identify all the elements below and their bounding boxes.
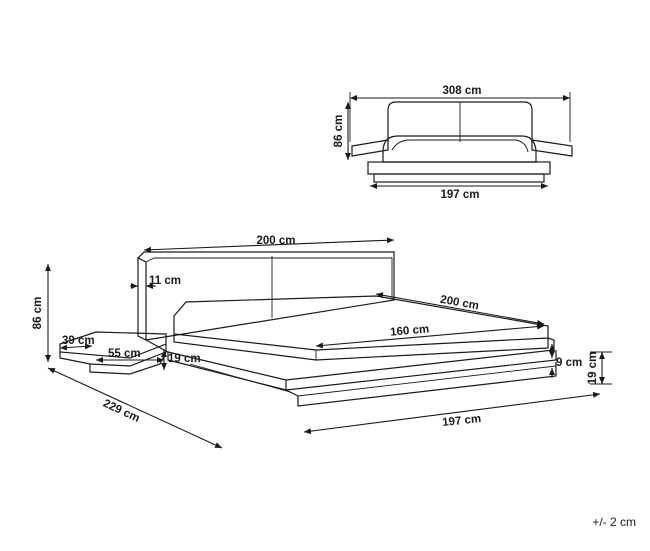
front-base	[373, 173, 545, 183]
tolerance-note: +/- 2 cm	[592, 515, 636, 529]
front-platform	[367, 161, 551, 175]
height-label: 86 cm	[32, 297, 44, 330]
front-height-label: 86 cm	[333, 115, 345, 148]
base-front	[285, 362, 557, 407]
front-width-label: 308 cm	[442, 85, 481, 97]
front-base-label: 197 cm	[440, 189, 479, 201]
mattress-length-label: 200 cm	[439, 294, 480, 313]
front-mattress	[382, 135, 537, 163]
frame-step-label: 9 cm	[556, 357, 582, 369]
platform-left-side	[167, 352, 287, 391]
front-nightstand-left	[351, 139, 389, 157]
platform-front-side	[285, 350, 557, 391]
front-view: 308 cm 86 cm 197 cm	[333, 85, 573, 201]
headboard-thickness-label: 11 cm	[149, 275, 181, 287]
headboard-width-label: 200 cm	[256, 235, 295, 247]
mattress-width-label: 160 cm	[390, 323, 430, 338]
headboard	[137, 251, 395, 341]
perspective-view: 200 cm 11 cm 86 cm 39 cm 55 cm 19 cm 200…	[32, 235, 612, 449]
mattress-side	[173, 334, 549, 361]
mattress	[173, 295, 549, 351]
nightstand-height-label: 19 cm	[168, 353, 201, 365]
headboard-side	[137, 257, 147, 341]
front-nightstand-right	[531, 139, 573, 157]
nightstand-depth-label: 39 cm	[62, 335, 95, 347]
base-width-label: 197 cm	[442, 413, 482, 429]
frame-height-label: 19 cm	[587, 352, 599, 385]
nightstand-width-label: 55 cm	[108, 348, 141, 360]
